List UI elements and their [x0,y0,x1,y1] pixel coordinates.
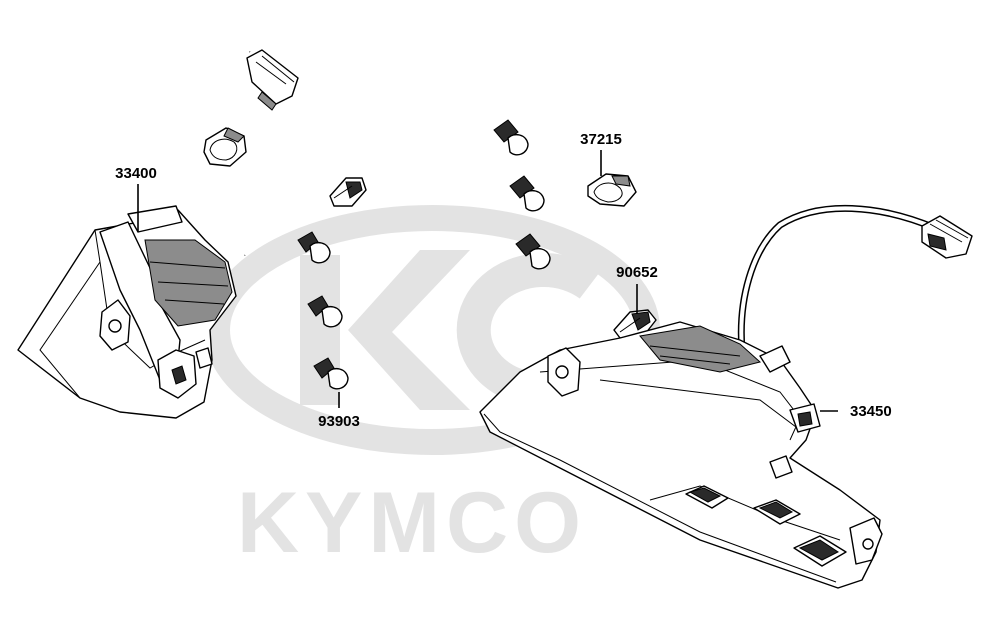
screw-6[interactable] [515,233,551,270]
screw-5[interactable] [509,175,545,212]
clamp-37215[interactable] [587,173,637,207]
label-33450: 33450 [850,403,892,420]
screw-3[interactable] [313,357,349,390]
watermark-text: KYMCO [237,475,587,571]
label-90652: 90652 [616,264,658,281]
part-33400-assembly[interactable] [17,49,313,419]
part-33450-assembly[interactable] [479,204,973,589]
clamp-left[interactable] [203,127,247,167]
screw-2[interactable] [307,295,343,328]
screw-4[interactable] [493,119,529,156]
screw-group-middle[interactable] [493,119,551,270]
label-37215: 37215 [580,131,622,148]
watermark-k-arm [348,250,470,410]
clip-left[interactable] [329,177,367,207]
screw-1[interactable] [297,231,331,264]
label-93903: 93903 [318,413,360,430]
screw-group-93903[interactable] [297,231,349,390]
clip-90652[interactable] [613,309,657,339]
label-33400: 33400 [115,165,157,182]
